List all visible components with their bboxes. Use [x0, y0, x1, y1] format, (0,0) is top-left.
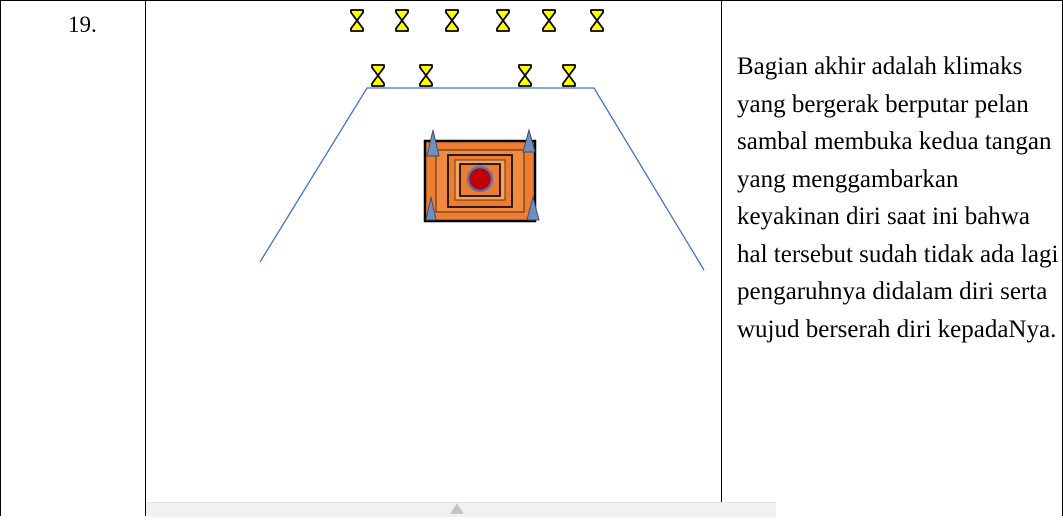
dancer-marker-icon	[518, 64, 532, 87]
table-left-border	[0, 0, 1, 516]
table-column-divider	[721, 0, 722, 516]
floor-pattern-diagram	[146, 0, 721, 516]
table-top-border	[0, 0, 1063, 1]
dancer-marker-icon	[590, 9, 604, 32]
stage-prop-icon	[423, 128, 540, 223]
dancer-marker-icon	[542, 9, 556, 32]
dancer-marker-icon	[395, 9, 409, 32]
dancer-marker-icon	[350, 9, 364, 32]
table-column-divider	[145, 0, 146, 516]
row-number: 19.	[68, 12, 97, 37]
dancer-marker-icon	[419, 64, 433, 87]
dancer-marker-icon	[496, 9, 510, 32]
stage-boundary-line	[259, 87, 705, 271]
dancer-marker-icon	[445, 9, 459, 32]
dancer-marker-icon	[562, 64, 576, 87]
scroll-up-arrow-icon[interactable]	[450, 503, 464, 514]
row-description: Bagian akhir adalah klimaks yang bergera…	[737, 53, 1059, 343]
dancer-marker-icon	[371, 64, 385, 87]
